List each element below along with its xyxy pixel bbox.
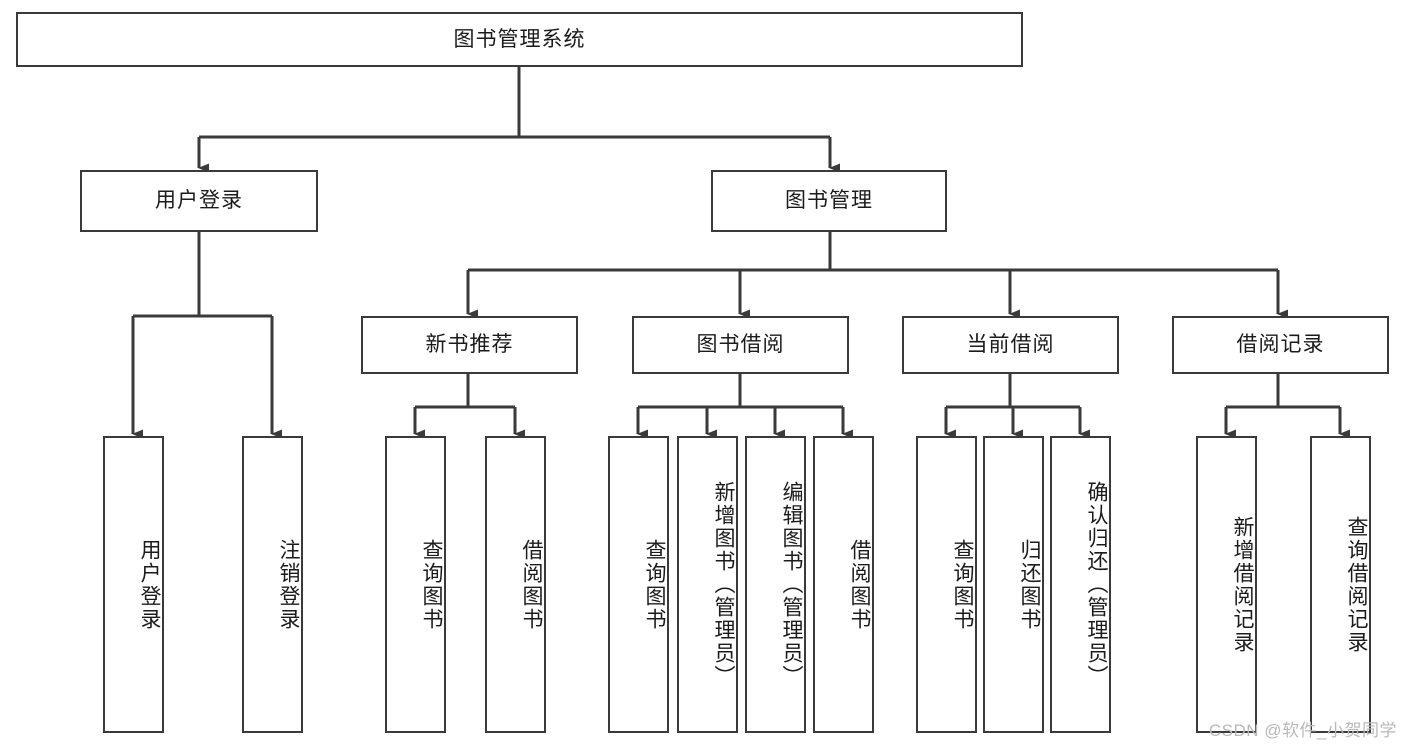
node-leaf-query-book-newbook[interactable]: 查询图书 xyxy=(385,436,446,733)
node-leaf-confirm-return-admin[interactable]: 确认归还（管理员） xyxy=(1050,436,1111,733)
node-leaf-query-book-current[interactable]: 查询图书 xyxy=(916,436,977,733)
node-label: 当前借阅 xyxy=(966,333,1055,357)
node-label: 借阅图书 xyxy=(520,538,543,631)
node-book-management[interactable]: 图书管理 xyxy=(711,170,947,232)
node-label: 查询图书 xyxy=(643,538,666,631)
node-book-borrow[interactable]: 图书借阅 xyxy=(632,316,849,374)
node-label: 查询借阅记录 xyxy=(1345,515,1368,654)
node-leaf-edit-book-admin[interactable]: 编辑图书（管理员） xyxy=(745,436,806,733)
node-label: 用户登录 xyxy=(138,538,161,631)
node-label: 借阅记录 xyxy=(1236,333,1325,357)
node-leaf-query-borrow-record[interactable]: 查询借阅记录 xyxy=(1310,436,1371,733)
node-label: 新增图书（管理员） xyxy=(712,481,735,688)
node-label: 注销登录 xyxy=(277,538,300,631)
node-leaf-query-book-borrow[interactable]: 查询图书 xyxy=(608,436,669,733)
node-label: 确认归还（管理员） xyxy=(1085,481,1108,688)
node-label: 图书管理 xyxy=(785,189,873,213)
node-leaf-borrow-book-newbook[interactable]: 借阅图书 xyxy=(485,436,546,733)
node-label: 新增借阅记录 xyxy=(1231,515,1254,654)
node-label: 查询图书 xyxy=(951,538,974,631)
node-leaf-logout[interactable]: 注销登录 xyxy=(242,436,303,733)
node-leaf-borrow-book[interactable]: 借阅图书 xyxy=(813,436,874,733)
node-leaf-add-book-admin[interactable]: 新增图书（管理员） xyxy=(677,436,738,733)
node-label: 图书管理系统 xyxy=(453,27,586,51)
node-label: 用户登录 xyxy=(155,189,243,213)
node-label: 查询图书 xyxy=(420,538,443,631)
node-leaf-add-borrow-record[interactable]: 新增借阅记录 xyxy=(1196,436,1257,733)
csdn-watermark: CSDN @软件_小贺同学 xyxy=(1208,721,1397,740)
node-current-borrow[interactable]: 当前借阅 xyxy=(902,316,1119,374)
node-label: 新书推荐 xyxy=(425,333,514,357)
node-label: 归还图书 xyxy=(1018,538,1041,631)
node-new-book-recommend[interactable]: 新书推荐 xyxy=(361,316,578,374)
node-root-system[interactable]: 图书管理系统 xyxy=(16,12,1023,67)
node-label: 图书借阅 xyxy=(696,333,785,357)
node-user-login[interactable]: 用户登录 xyxy=(80,170,318,232)
node-leaf-user-login[interactable]: 用户登录 xyxy=(103,436,164,733)
node-label: 借阅图书 xyxy=(848,538,871,631)
node-leaf-return-book[interactable]: 归还图书 xyxy=(983,436,1044,733)
node-label: 编辑图书（管理员） xyxy=(780,481,803,688)
node-borrow-records[interactable]: 借阅记录 xyxy=(1172,316,1389,374)
